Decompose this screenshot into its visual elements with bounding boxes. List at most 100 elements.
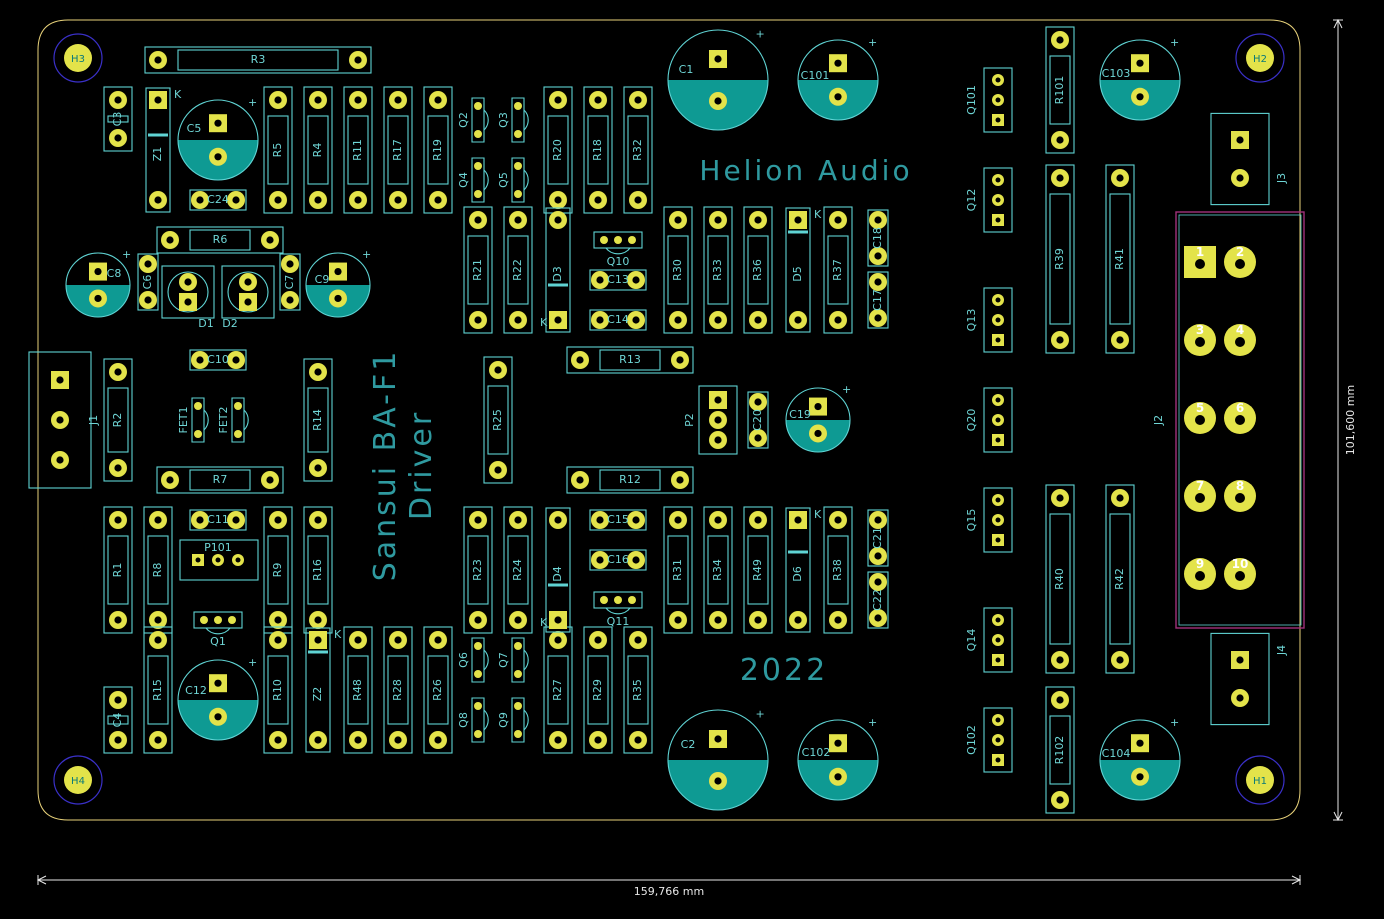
mount-hole-h1: H1 (1235, 755, 1285, 805)
j2-pin-9: 9 (1184, 557, 1216, 590)
capacitor-c22: C22 (867, 571, 889, 629)
svg-text:R3: R3 (251, 53, 266, 66)
svg-text:Q15: Q15 (965, 509, 978, 532)
height-dimension: 101,600 mm (1333, 18, 1357, 822)
svg-text:+: + (248, 96, 257, 109)
svg-text:R15: R15 (151, 679, 164, 701)
j2-pin-10: 10 (1224, 557, 1256, 590)
resistor-r2: R2 (103, 358, 133, 482)
svg-text:R19: R19 (431, 139, 444, 161)
svg-text:4: 4 (1236, 323, 1244, 337)
transistor-q1: Q1 (193, 611, 243, 648)
svg-text:8: 8 (1236, 479, 1244, 493)
capacitor-c21: C21 (867, 509, 889, 567)
board-title: Sansui BA-F1 Driver (368, 349, 439, 582)
svg-text:K: K (334, 628, 342, 641)
resistor-r4: R4 (303, 86, 333, 214)
j2-label: J2 (1152, 415, 1165, 426)
svg-text:R102: R102 (1053, 736, 1066, 765)
height-dimension-label: 101,600 mm (1344, 385, 1357, 455)
resistor-r26: R26 (423, 626, 453, 754)
diode-z1: KZ1 (145, 87, 182, 213)
resistor-c4: C4 (103, 686, 133, 754)
svg-text:+: + (756, 708, 765, 721)
resistor-r35: R35 (623, 626, 653, 754)
svg-text:R13: R13 (619, 353, 641, 366)
svg-text:R28: R28 (391, 679, 404, 701)
svg-text:+: + (868, 36, 877, 49)
svg-text:J4: J4 (1275, 645, 1288, 656)
electrolytic-c1: +C1 (667, 28, 769, 131)
svg-text:Q9: Q9 (497, 712, 510, 728)
transistor-q10: Q10 (593, 231, 643, 268)
svg-text:K: K (540, 316, 548, 329)
mount-hole-h3: H3 (53, 33, 103, 83)
mount-hole-h2: H2 (1235, 33, 1285, 83)
resistor-r41: R41 (1105, 164, 1135, 354)
svg-text:Q3: Q3 (497, 112, 510, 128)
svg-text:C16: C16 (607, 553, 629, 566)
svg-text:C20: C20 (751, 409, 764, 431)
capacitor-c15: C15 (589, 509, 647, 531)
svg-text:R42: R42 (1113, 568, 1126, 590)
svg-text:R48: R48 (351, 679, 364, 701)
diode-d6: KD6 (785, 507, 822, 633)
svg-text:P2: P2 (683, 413, 696, 427)
diode-d4: KD4 (540, 507, 571, 633)
svg-text:R34: R34 (711, 559, 724, 581)
svg-text:FET1: FET1 (177, 407, 190, 434)
svg-text:R49: R49 (751, 559, 764, 581)
resistor-r39: R39 (1045, 164, 1075, 354)
capacitor-c6: C6 (137, 253, 159, 311)
capacitor-c14: C14 (589, 309, 647, 331)
svg-text:C15: C15 (607, 513, 629, 526)
electrolytic-c102: +C102 (797, 716, 879, 801)
mount-hole-h4: H4 (53, 755, 103, 805)
svg-text:Q11: Q11 (607, 615, 630, 628)
capacitor-c24: C24 (189, 189, 247, 211)
j2-pin-6: 6 (1224, 401, 1256, 434)
svg-text:C103: C103 (1102, 67, 1131, 80)
connector-j3: J3 (1210, 112, 1288, 206)
led-d1: D1 (161, 265, 215, 330)
transistor-q12: Q12 (965, 167, 1013, 233)
svg-text:C5: C5 (187, 122, 202, 135)
svg-text:H2: H2 (1253, 54, 1267, 65)
svg-text:H3: H3 (71, 54, 85, 65)
svg-text:Q4: Q4 (457, 172, 470, 188)
j2-pin-2: 2 (1224, 245, 1256, 278)
diode-z2: KZ2 (305, 627, 342, 753)
svg-text:R38: R38 (831, 559, 844, 581)
svg-text:R33: R33 (711, 259, 724, 281)
transistor-q14: Q14 (965, 607, 1013, 673)
transistor-q101: Q101 (965, 67, 1013, 133)
svg-text:C4: C4 (111, 713, 124, 728)
resistor-r12: R12 (566, 466, 694, 494)
svg-text:2: 2 (1236, 245, 1244, 259)
resistor-r18: R18 (583, 86, 613, 214)
svg-text:C1: C1 (679, 63, 694, 76)
resistor-r1: R1 (103, 506, 133, 634)
svg-text:C13: C13 (607, 273, 629, 286)
led-d2: D2 (221, 265, 275, 330)
svg-text:6: 6 (1236, 401, 1244, 415)
svg-text:R41: R41 (1113, 248, 1126, 270)
svg-text:Q14: Q14 (965, 629, 978, 652)
svg-text:R12: R12 (619, 473, 641, 486)
svg-text:FET2: FET2 (217, 407, 230, 434)
svg-text:Q10: Q10 (607, 255, 630, 268)
transistor-q4: Q4 (457, 157, 489, 203)
capacitor-c18: C18 (867, 209, 889, 267)
svg-text:R101: R101 (1053, 76, 1066, 105)
resistor-r36: R36 (743, 206, 773, 334)
svg-text:R30: R30 (671, 259, 684, 281)
resistor-r6: R6 (156, 226, 284, 254)
svg-text:Q101: Q101 (965, 85, 978, 115)
svg-text:K: K (814, 508, 822, 521)
svg-text:R17: R17 (391, 139, 404, 161)
svg-text:C6: C6 (141, 275, 154, 290)
j2-pin-4: 4 (1224, 323, 1256, 356)
svg-text:C2: C2 (681, 738, 696, 751)
resistor-r42: R42 (1105, 484, 1135, 674)
